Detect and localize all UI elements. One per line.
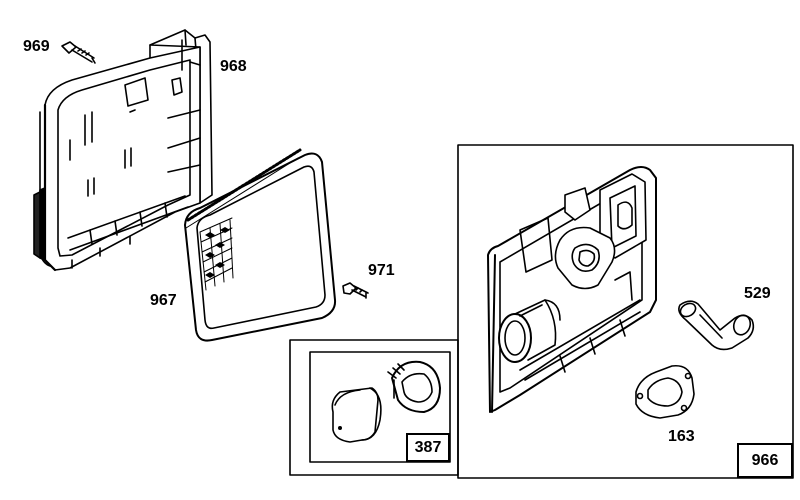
leader-968	[189, 61, 201, 66]
screw-969-drawing	[61, 41, 96, 64]
air-cleaner-cover-968-drawing	[33, 29, 213, 272]
part-label-971: 971	[368, 262, 395, 279]
part-label-529: 529	[744, 285, 771, 302]
kit-label-966: 966	[737, 443, 793, 478]
kit-387-inner-border	[309, 351, 451, 463]
elbow-529-drawing	[678, 300, 755, 351]
screw-971-drawing	[342, 282, 369, 299]
air-cleaner-base-966-drawing	[487, 166, 657, 413]
kit-label-387: 387	[406, 433, 450, 462]
kit-387-outer-border	[289, 339, 459, 476]
part-label-968: 968	[220, 58, 247, 75]
precleaner-387-drawing	[331, 360, 441, 443]
part-label-967: 967	[150, 292, 177, 309]
part-label-163: 163	[668, 428, 695, 445]
part-label-969: 969	[23, 38, 50, 55]
kit-966-border	[457, 144, 794, 479]
air-filter-967-drawing	[184, 148, 337, 342]
gasket-163-drawing	[635, 364, 695, 419]
